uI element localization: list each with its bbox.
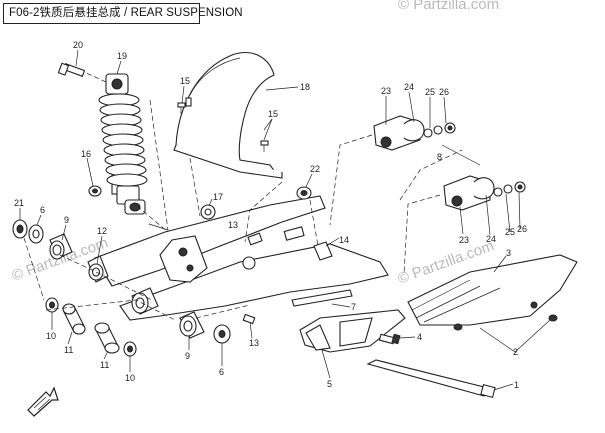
callout-26b: 26	[517, 224, 527, 234]
washer-10a	[45, 297, 59, 313]
bolt-13b	[242, 313, 256, 325]
swingarm	[94, 195, 389, 321]
chain-cover	[407, 254, 578, 331]
washer-22	[296, 186, 312, 200]
callout-24b: 24	[486, 234, 496, 244]
callout-21: 21	[14, 198, 24, 208]
callout-19: 19	[117, 51, 127, 61]
callout-23a: 23	[381, 86, 391, 96]
block-14	[313, 241, 333, 261]
bushing-9a	[49, 233, 73, 260]
washer-21	[12, 219, 28, 239]
watermark-top-right: © Partzilla.com	[398, 0, 499, 13]
callout-15a: 15	[180, 76, 190, 86]
rod-7	[291, 289, 353, 307]
bushing-12	[87, 255, 109, 283]
bushing-9b	[179, 311, 205, 339]
adjuster-upper	[373, 115, 456, 151]
callout-16: 16	[81, 149, 91, 159]
callout-10a: 10	[46, 331, 56, 341]
callout-13: 13	[228, 220, 238, 230]
callout-11a: 11	[64, 345, 73, 355]
callout-26a: 26	[439, 87, 449, 97]
diagram-title: F06-2铁质后悬挂总成 / REAR SUSPENSION	[3, 3, 243, 24]
callout-18: 18	[300, 82, 310, 92]
callout-5: 5	[327, 379, 332, 389]
sleeve-11b	[94, 322, 120, 354]
clip-17	[200, 204, 216, 220]
callout-4: 4	[417, 332, 422, 342]
axle-1	[366, 359, 496, 399]
callout-6a: 6	[40, 205, 45, 215]
screw-15b	[260, 140, 269, 152]
callout-14: 14	[339, 235, 349, 245]
callout-11b: 11	[100, 360, 109, 370]
shock-absorber	[57, 62, 148, 215]
sleeve-11a	[62, 303, 86, 335]
bushing-9-mid	[131, 287, 159, 315]
callout-20: 20	[73, 40, 83, 50]
callout-3: 3	[506, 248, 511, 258]
adjuster-lower	[443, 175, 526, 211]
chain-guide	[299, 309, 406, 353]
callout-2: 2	[513, 347, 518, 357]
nut-16	[88, 185, 102, 197]
washer-6b	[213, 324, 231, 344]
callout-22: 22	[310, 164, 320, 174]
callout-23b: 23	[459, 235, 469, 245]
washer-6a	[28, 224, 44, 244]
bolt-20	[57, 62, 86, 77]
callout-9a: 9	[64, 215, 69, 225]
callout-9b: 9	[185, 351, 190, 361]
callout-7: 7	[351, 302, 356, 312]
callout-labels: 20 19 18 15 16 15 23 24 25 26 8 13 17 22…	[14, 40, 527, 390]
callout-12: 12	[97, 226, 107, 236]
callout-25b: 25	[505, 227, 515, 237]
callout-17: 17	[213, 192, 223, 202]
callout-10b: 10	[125, 373, 135, 383]
clip-15c	[185, 97, 192, 107]
screw-15a	[177, 102, 186, 114]
callout-6b: 6	[219, 367, 224, 377]
bolt-4	[378, 333, 401, 345]
rear-mudguard	[173, 52, 283, 179]
block-13	[247, 232, 263, 246]
callout-13b: 13	[249, 338, 259, 348]
shock-spring	[98, 93, 148, 195]
callout-24a: 24	[404, 82, 414, 92]
shock-lower-body	[116, 185, 146, 215]
callout-25a: 25	[425, 87, 435, 97]
leader-lines	[19, 49, 551, 391]
callout-1: 1	[514, 380, 519, 390]
dashed-guides	[23, 71, 463, 321]
callout-8: 8	[437, 152, 442, 162]
callout-15b: 15	[268, 109, 278, 119]
shock-top-eye	[105, 73, 129, 95]
forward-arrow-icon	[27, 386, 59, 417]
washer-10b	[123, 341, 137, 357]
